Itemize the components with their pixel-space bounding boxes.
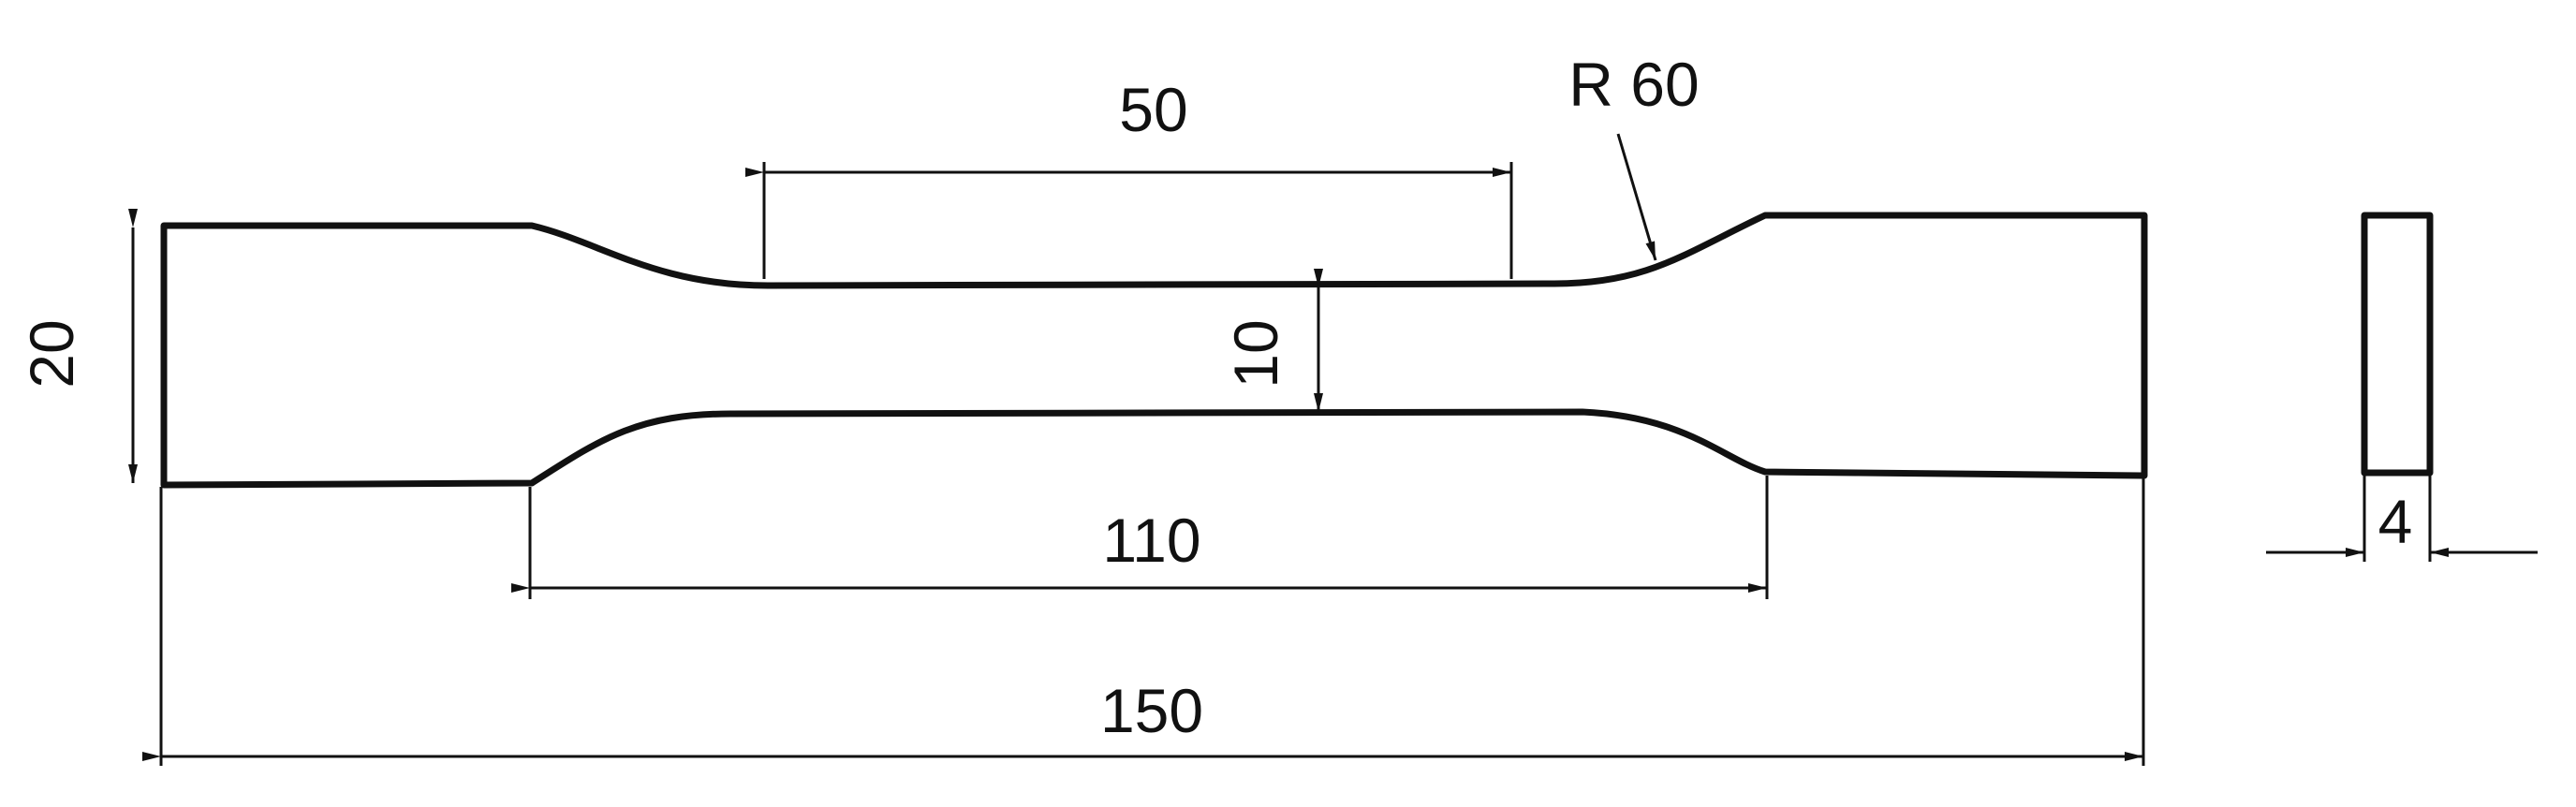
radius-leader-line (1616, 133, 1657, 261)
gauge-length-label: 50 (1119, 75, 1187, 144)
side-view-rect (2361, 212, 2434, 477)
overall-width-label: 20 (17, 319, 86, 388)
parallel-length-label: 110 (1102, 506, 1200, 575)
specimen-outline (160, 212, 2148, 489)
thickness-label: 4 (2378, 487, 2413, 556)
narrow-width-label: 10 (1221, 319, 1290, 388)
radius-label: R 60 (1568, 50, 1699, 119)
overall-length-label: 150 (1100, 676, 1203, 745)
